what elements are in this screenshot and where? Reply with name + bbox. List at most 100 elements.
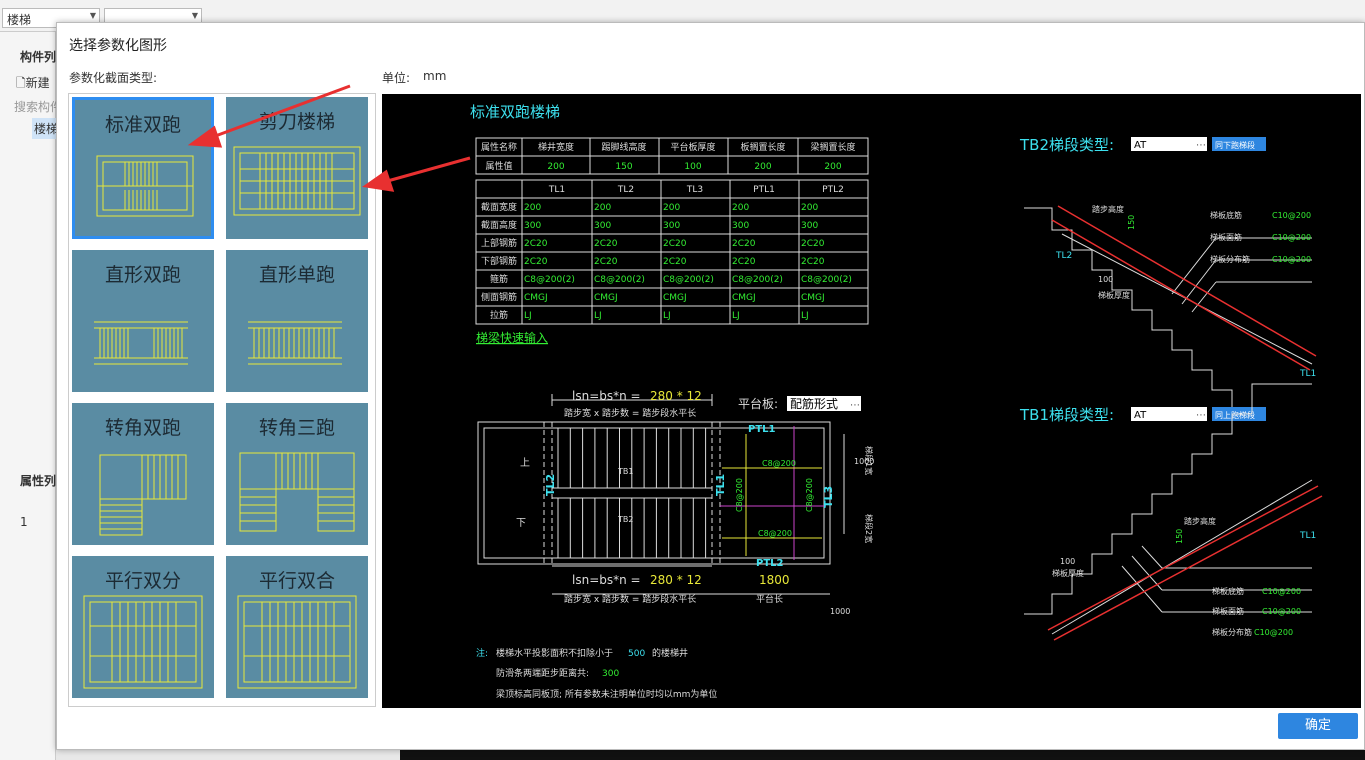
tb1-type-value[interactable]: AT [1134,410,1147,421]
quick-input-link[interactable]: 梯梁快速输入 [476,330,548,345]
t2-cell[interactable]: 2C20 [801,257,825,267]
t2-cell[interactable]: LJ [663,311,671,321]
width-label: 梯段1宽 [864,446,874,475]
t2-cell[interactable]: 300 [594,221,611,231]
tb2-step-height-label: 踏步高度 [1092,204,1124,214]
tb1-slab-line [1053,495,1323,641]
tl3-plan-label: TL3 [822,486,835,508]
ok-button[interactable]: 确定 [1278,713,1358,739]
straight-double-icon [94,321,188,365]
t2-cell[interactable]: CMGJ [732,293,756,303]
tb2-v150: 150 [1127,215,1136,230]
tile-straight-single[interactable]: 直形单跑 [226,250,368,392]
section-type-label: 参数化截面类型: [69,71,158,85]
t2-row-label: 上部钢筋 [481,237,517,249]
t2-cell[interactable]: 300 [801,221,818,231]
tile-scissor-stair[interactable]: 剪刀楼梯 [226,97,368,239]
new-component-button[interactable]: 🗋新建 [16,74,50,95]
t2-cell[interactable]: 300 [732,221,749,231]
search-component-input[interactable]: 搜索构件 [14,100,63,114]
shape-gallery: 标准双跑 剪刀楼梯 直形双跑 直形单跑 [68,93,376,707]
platform-select-value[interactable]: 配筋形式 [790,396,838,411]
tile-corner-triple[interactable]: 转角三跑 [226,403,368,545]
t1-value[interactable]: 200 [754,162,771,172]
t2-cell[interactable]: 2C20 [732,239,756,249]
tile-parallel-split[interactable]: 平行双分 [72,556,214,698]
t2-cell[interactable]: 2C20 [801,239,825,249]
ellipsis-icon[interactable]: ⋯ [1196,410,1206,421]
parallel-split-icon [83,595,203,689]
t2-cell[interactable]: 2C20 [594,239,618,249]
chevron-down-icon: ▼ [191,11,198,20]
t1-value[interactable]: 150 [615,162,632,172]
up-label: 上 [520,457,530,469]
t2-cell[interactable]: CMGJ [594,293,618,303]
t1-value[interactable]: 200 [547,162,564,172]
unit-value: mm [423,69,447,83]
t2-cell[interactable]: CMGJ [801,293,825,303]
stair-plan-drawing [477,394,845,595]
tree-item-stair[interactable]: 楼梯 [32,118,61,139]
t2-cell[interactable]: 2C20 [663,239,687,249]
lsn-bottom-value[interactable]: 280 * 12 [650,573,702,587]
tb1-rebar2-label: 梯板面筋 [1212,606,1244,616]
platform-select-bg[interactable] [787,396,861,411]
t2-cell[interactable]: 2C20 [524,239,548,249]
platform-length-value[interactable]: 1800 [759,573,790,587]
note2b[interactable]: 300 [602,669,619,679]
lsn-bottom-label: lsn=bs*n = [572,573,641,587]
tb1-thick-value: 100 [1060,557,1075,566]
t2-cell[interactable]: C8@200(2) [524,275,575,285]
ellipsis-icon[interactable]: ⋯ [850,400,860,411]
t2-cell[interactable]: 2C20 [524,257,548,267]
t2-cell[interactable]: 200 [732,203,749,213]
t2-cell[interactable]: C8@200(2) [663,275,714,285]
t2-cell[interactable]: C8@200(2) [594,275,645,285]
t2-cell[interactable]: LJ [524,311,532,321]
t2-cell[interactable]: 200 [594,203,611,213]
t2-cell[interactable]: 2C20 [594,257,618,267]
t2-cell[interactable]: C8@200(2) [732,275,783,285]
lsn-top-note: 踏步宽 x 踏步数 = 踏步段水平长 [564,407,696,419]
note1b[interactable]: 500 [628,649,645,659]
t2-row-label: 侧面钢筋 [481,291,517,303]
t2-cell[interactable]: CMGJ [663,293,687,303]
t2-cell[interactable]: CMGJ [524,293,548,303]
tile-standard-double[interactable]: 标准双跑 [72,97,214,239]
t1-header: 属性名称 [481,141,517,153]
property-table [475,137,869,175]
t2-cell[interactable]: C8@200(2) [801,275,852,285]
t2-header: PTL2 [822,185,844,195]
tb2-rebar3-label: 梯板分布筋 [1210,254,1250,264]
t2-cell[interactable]: 200 [524,203,541,213]
rebar-label: C8@200 [758,529,792,538]
tile-parallel-merge[interactable]: 平行双合 [226,556,368,698]
t2-row-label: 下部钢筋 [481,255,517,267]
t1-value[interactable]: 200 [824,162,841,172]
t2-cell[interactable]: LJ [594,311,602,321]
tile-corner-double[interactable]: 转角双跑 [72,403,214,545]
tb1-type-select[interactable] [1131,407,1207,421]
t2-cell[interactable]: LJ [732,311,740,321]
lsn-top-value[interactable]: 280 * 12 [650,389,702,403]
tb2-type-select[interactable] [1131,137,1207,151]
tb2-rebar2-label: 梯板面筋 [1210,232,1242,242]
t2-cell[interactable]: 300 [663,221,680,231]
t2-cell[interactable]: LJ [801,311,809,321]
tb2-rebar1-value: C10@200 [1272,211,1311,220]
tb2-copy-button[interactable] [1212,137,1266,151]
t2-header: TL3 [686,185,703,195]
ellipsis-icon[interactable]: ⋯ [1196,140,1206,151]
cad-preview-svg: 标准双跑楼梯 属性名称 梯井宽度 踢脚线高度 平台板厚度 板搁置长度 梁搁置长度… [470,103,1323,700]
tb2-thick-label: 梯板厚度 [1098,290,1130,300]
tb2-type-value[interactable]: AT [1134,140,1147,151]
note3: 梁顶标高同板顶; 所有参数未注明单位时均以mm为单位 [496,688,717,700]
t2-cell[interactable]: 2C20 [663,257,687,267]
t2-cell[interactable]: 200 [663,203,680,213]
tile-straight-double[interactable]: 直形双跑 [72,250,214,392]
t2-cell[interactable]: 300 [524,221,541,231]
t2-cell[interactable]: 2C20 [732,257,756,267]
t2-cell[interactable]: 200 [801,203,818,213]
t1-value[interactable]: 100 [684,162,701,172]
tb2-section-drawing [1024,207,1313,411]
